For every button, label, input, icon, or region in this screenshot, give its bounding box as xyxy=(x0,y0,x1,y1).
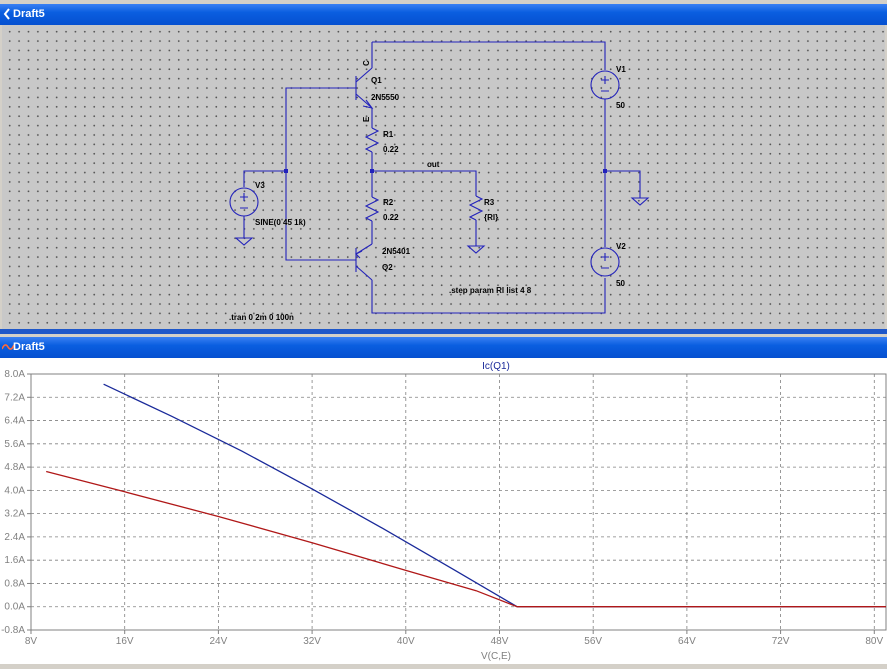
waveform-chart[interactable]: 8.0A 7.2A 6.4A 5.6A 4.8A 4.0A 3.2A 2.4A 1.6A 0.8A… xyxy=(0,358,887,664)
x-tick-label: 48V xyxy=(491,636,509,647)
y-tick-label: 4.8A xyxy=(4,462,25,473)
y-tick-label: 4.0A xyxy=(4,485,25,496)
tran-directive[interactable]: .tran 0 2m 0 100n xyxy=(229,313,294,322)
r3-ground-symbol xyxy=(466,245,486,254)
v1-value-label: 50 xyxy=(616,101,625,110)
y-tick-label: 8.0A xyxy=(4,369,25,380)
plot-window-titlebar[interactable]: Draft5 xyxy=(0,337,887,358)
wire-bottom-rail xyxy=(371,278,606,314)
y-tick-label: -0.8A xyxy=(1,625,25,636)
q1-collector-pin-label: C xyxy=(362,60,371,66)
wire-ground-mid xyxy=(605,170,641,198)
y-tick-label: 7.2A xyxy=(4,392,25,403)
v3-name-label: V3 xyxy=(255,181,265,190)
q1-model-label: 2N5550 xyxy=(371,93,400,102)
v3-value-label: SINE(0 45 1k) xyxy=(255,218,306,227)
x-tick-label: 40V xyxy=(397,636,415,647)
r3-resistor-symbol[interactable] xyxy=(468,195,484,221)
schematic-window-icon xyxy=(3,8,10,20)
junction-dot xyxy=(603,169,607,173)
q2-name-label: Q2 xyxy=(382,263,393,272)
ic-q1-trace-step-1[interactable] xyxy=(103,383,886,608)
junction-dot xyxy=(284,169,288,173)
v2-value-label: 50 xyxy=(616,279,625,288)
x-tick-label: 24V xyxy=(209,636,227,647)
v3-source-symbol[interactable] xyxy=(229,187,259,217)
x-tick-label: 80V xyxy=(865,636,883,647)
r2-resistor-symbol[interactable] xyxy=(364,196,380,222)
wire-base-bus xyxy=(285,87,338,261)
v2-source-symbol[interactable] xyxy=(590,247,620,277)
y-tick-label: 5.6A xyxy=(4,439,25,450)
y-tick-label: 6.4A xyxy=(4,416,25,427)
q1-emitter-pin-label: E xyxy=(362,116,371,122)
waveform-plot-pane[interactable]: 8.0A 7.2A 6.4A 5.6A 4.8A 4.0A 3.2A 2.4A 1.6A 0.8A… xyxy=(0,358,887,664)
r1-resistor-symbol[interactable] xyxy=(364,127,380,153)
r1-name-label: R1 xyxy=(383,130,394,139)
x-axis-label: V(C,E) xyxy=(481,651,511,662)
schematic-canvas[interactable]: Q1 2N5550 C E R1 0.22 out R2 0.22 R3 {Rl… xyxy=(2,25,885,329)
r3-name-label: R3 xyxy=(484,198,495,207)
mid-ground-symbol xyxy=(630,197,650,206)
window-separator xyxy=(0,329,887,334)
v1-name-label: V1 xyxy=(616,65,626,74)
x-tick-label: 32V xyxy=(303,636,321,647)
y-tick-label: 2.4A xyxy=(4,532,25,543)
r3-value-label: {Rl} xyxy=(484,213,498,222)
y-tick-label: 3.2A xyxy=(4,509,25,520)
v2-name-label: V2 xyxy=(616,242,626,251)
trace-title[interactable]: Ic(Q1) xyxy=(482,361,510,372)
out-net-label: out xyxy=(427,160,440,169)
y-tick-label: 0.0A xyxy=(4,602,25,613)
schematic-window-titlebar[interactable]: Draft5 xyxy=(0,4,887,25)
q2-model-label: 2N5401 xyxy=(382,247,411,256)
step-directive[interactable]: .step param Rl list 4 8 xyxy=(449,286,532,295)
ic-q1-trace-step-2[interactable] xyxy=(46,470,886,608)
x-tick-label: 56V xyxy=(584,636,602,647)
x-tick-label: 64V xyxy=(678,636,696,647)
wire-v3-top xyxy=(243,170,286,187)
x-tick-label: 16V xyxy=(116,636,134,647)
junction-dot xyxy=(370,169,374,173)
plot-window-title: Draft5 xyxy=(13,341,45,353)
plot-frame xyxy=(30,373,887,631)
q1-transistor-symbol[interactable] xyxy=(338,67,374,109)
q2-transistor-symbol[interactable] xyxy=(338,243,373,281)
x-tick-label: 72V xyxy=(772,636,790,647)
schematic-window-title: Draft5 xyxy=(13,8,45,20)
r2-value-label: 0.22 xyxy=(383,213,399,222)
q1-name-label: Q1 xyxy=(371,76,382,85)
x-tick-label: 8V xyxy=(25,636,38,647)
waveform-icon xyxy=(2,344,14,350)
v3-ground-symbol xyxy=(234,237,254,246)
wire-out-net xyxy=(372,170,477,196)
v1-source-symbol[interactable] xyxy=(590,70,620,100)
y-tick-label: 1.6A xyxy=(4,555,25,566)
y-tick-label: 0.8A xyxy=(4,578,25,589)
r2-name-label: R2 xyxy=(383,198,394,207)
r1-value-label: 0.22 xyxy=(383,145,399,154)
wire-top-rail xyxy=(372,41,606,70)
